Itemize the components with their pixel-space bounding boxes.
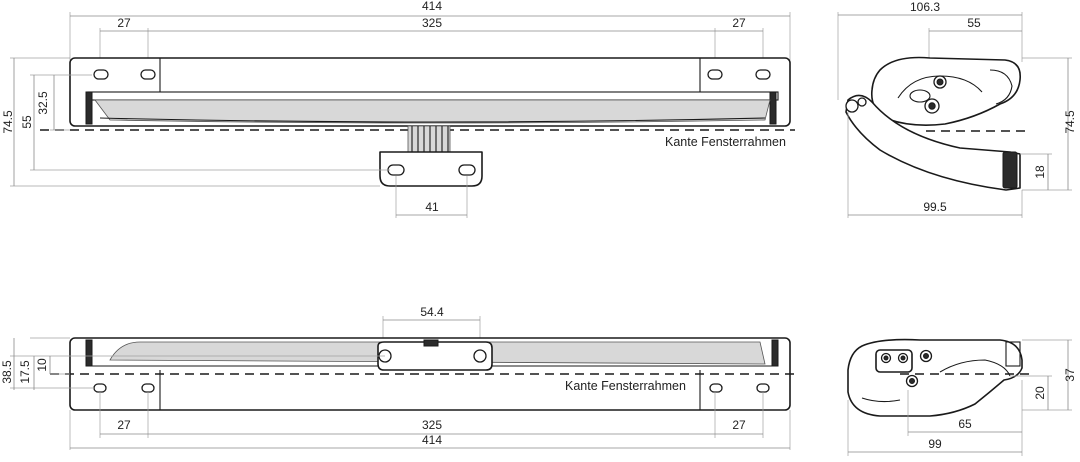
frame-edge-label: Kante Fensterrahmen (665, 135, 786, 149)
side-dim-bottom: 99.5 (923, 200, 947, 214)
mounting-hole (755, 69, 771, 80)
dim-height-mid-bottom: 17.5 (18, 360, 32, 384)
dim-bracket-bottom: 54.4 (420, 305, 444, 319)
dim-left-hole: 27 (117, 16, 131, 30)
dim-height-total: 74.5 (1, 110, 15, 134)
dim-right-hole: 27 (732, 16, 746, 30)
hinge-bundle (407, 125, 451, 153)
mounting-hole (707, 69, 723, 80)
bottom-front-view: 54.4 Kante Fensterrahmen 38.5 17.5 10 (0, 305, 795, 450)
handle-arm (845, 94, 1021, 191)
dim-right-hole-bottom: 27 (732, 418, 746, 432)
top-front-view: 414 27 325 27 Kante Fensterrahmen (1, 0, 795, 218)
dim-bracket: 41 (425, 200, 439, 214)
dim-between-holes: 325 (422, 16, 442, 30)
mounting-hole (140, 69, 156, 80)
side-bottom-dim-height: 37 (1063, 368, 1077, 382)
top-side-view: 106.3 55 74.5 18 99.5 (837, 0, 1077, 218)
side-dim-total-width: 106.3 (910, 0, 940, 14)
side-bottom-dim-offset: 65 (958, 417, 972, 431)
side-bottom-dim-small: 20 (1033, 386, 1047, 400)
mounting-bracket (379, 151, 483, 187)
frame-edge-label-bottom: Kante Fensterrahmen (565, 379, 686, 393)
dim-height-upper: 32.5 (36, 91, 50, 115)
bottom-side-view: 37 20 65 99 (847, 338, 1077, 456)
dim-height-small-bottom: 10 (35, 358, 49, 372)
side-dim-height: 74.5 (1063, 110, 1077, 134)
side-bottom-dim-total-width: 99 (928, 437, 942, 451)
side-dim-offset: 55 (967, 16, 981, 30)
dim-height-mid: 55 (20, 115, 34, 129)
mounting-hole (93, 69, 109, 80)
dim-total-width: 414 (422, 0, 442, 13)
mounting-bracket-bottom (377, 341, 493, 371)
dim-left-hole-bottom: 27 (117, 418, 131, 432)
handle-housing (870, 56, 1022, 126)
dim-total-width-bottom: 414 (422, 433, 442, 447)
dim-height-total-bottom: 38.5 (0, 360, 14, 384)
dim-between-holes-bottom: 325 (422, 418, 442, 432)
housing-bottom (847, 338, 1023, 417)
side-dim-small: 18 (1033, 165, 1047, 179)
